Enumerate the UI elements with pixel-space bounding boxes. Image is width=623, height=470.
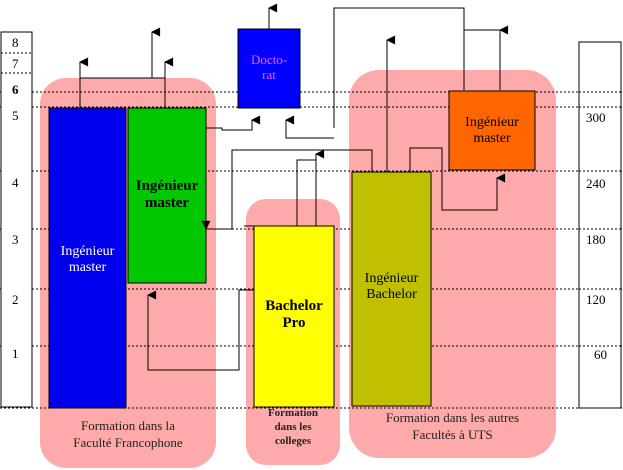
label-bachelor-pro: Bachelor Pro bbox=[265, 297, 323, 331]
box-ingenieur-bachelor bbox=[351, 171, 432, 407]
label-ingenieur-master-ff-right: Ingénieur master bbox=[135, 177, 199, 211]
level-7: 7 bbox=[12, 56, 19, 71]
level-3: 3 bbox=[12, 232, 19, 247]
level-1: 1 bbox=[12, 346, 19, 361]
box-ingenieur-master-ff-right bbox=[127, 107, 207, 284]
connectors bbox=[79, 3, 509, 371]
box-doctorat bbox=[237, 28, 301, 109]
caption-faculte-francophone: Formation dans la Faculté Francophone bbox=[73, 418, 183, 450]
credits-120: 120 bbox=[586, 292, 606, 307]
credits-240: 240 bbox=[586, 176, 606, 191]
box-bachelor-pro bbox=[253, 225, 335, 408]
credits-300: 300 bbox=[586, 110, 606, 125]
label-ingenieur-bachelor: Ingénieur Bachelor bbox=[364, 270, 419, 302]
box-ingenieur-master-uts bbox=[448, 90, 536, 171]
caption-uts: Formation dans les autres Facultés à UTS bbox=[385, 410, 520, 442]
level-5: 5 bbox=[12, 108, 19, 123]
caption-colleges: Formation dans les colleges bbox=[267, 407, 319, 447]
level-4: 4 bbox=[12, 175, 19, 190]
level-8: 8 bbox=[12, 35, 19, 50]
level-6: 6 bbox=[12, 82, 19, 97]
credits-180: 180 bbox=[586, 232, 606, 247]
label-ingenieur-master-ff-left: Ingénieur master bbox=[60, 243, 115, 275]
box-ingenieur-master-ff-left bbox=[48, 107, 127, 409]
label-doctorat: Docto- rat bbox=[250, 52, 288, 82]
label-ingenieur-master-uts: Ingénieur master bbox=[465, 114, 519, 146]
credits-scale-box bbox=[578, 41, 622, 409]
level-2: 2 bbox=[12, 292, 19, 307]
level-scale-box bbox=[0, 31, 33, 408]
credits-60: 60 bbox=[594, 347, 607, 362]
